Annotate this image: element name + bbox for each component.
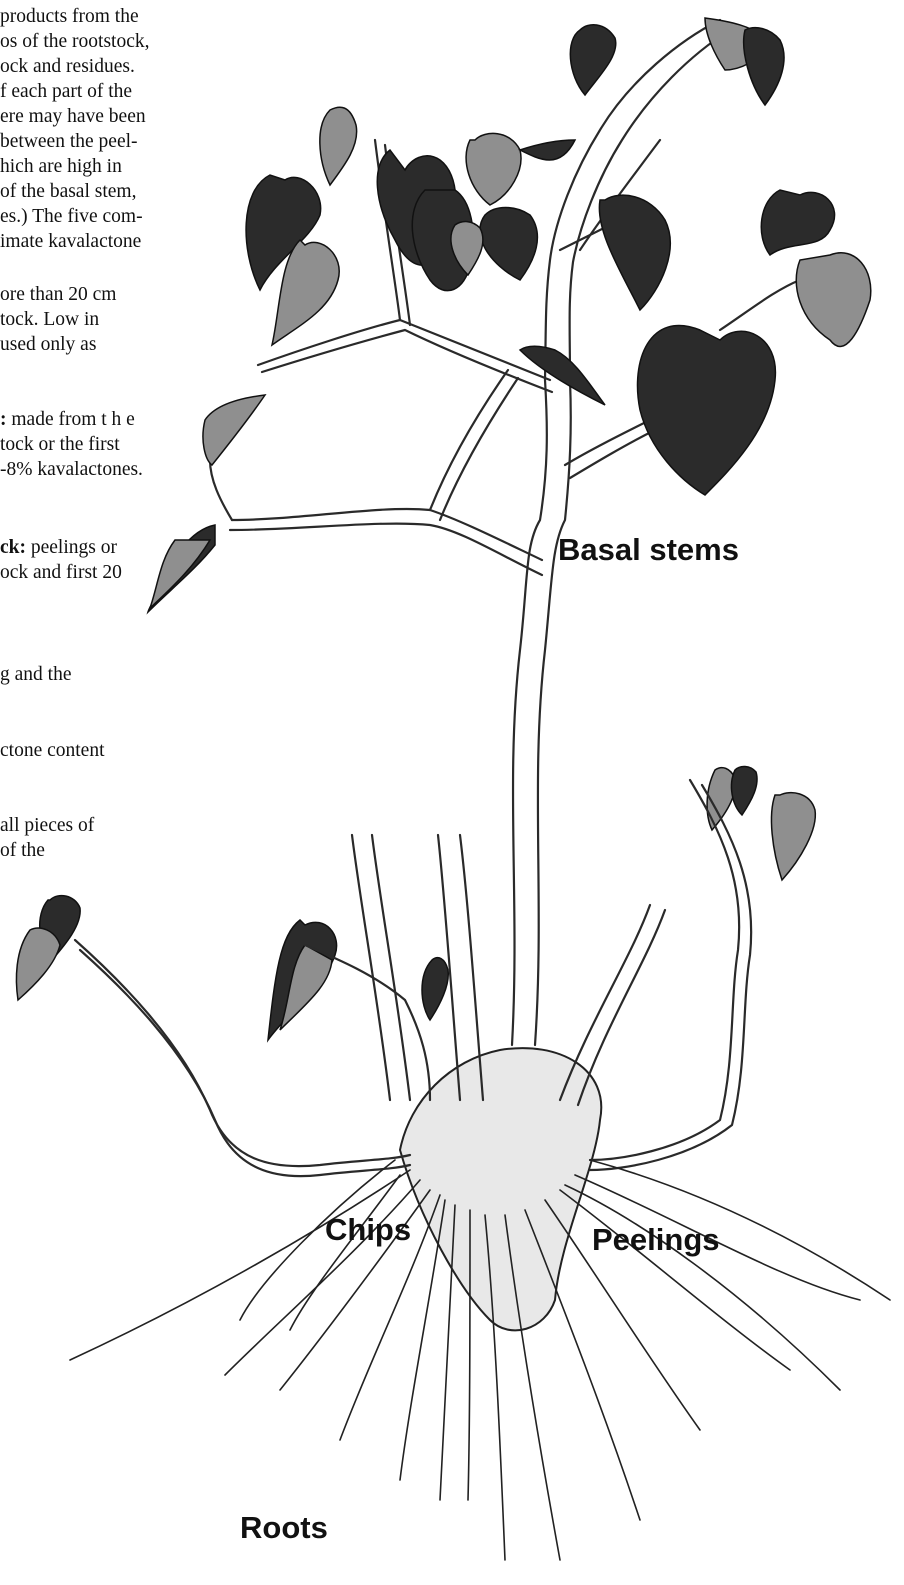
text-line: between the peel- <box>0 129 138 154</box>
label-roots: Roots <box>240 1510 328 1546</box>
text-line: used only as <box>0 332 96 357</box>
text-line: tock. Low in <box>0 307 99 332</box>
text-line: -8% kavalactones. <box>0 457 143 482</box>
text-line: all pieces of <box>0 813 94 838</box>
text-line: f each part of the <box>0 79 132 104</box>
label-peelings: Peelings <box>592 1222 720 1258</box>
text-line: hich are high in <box>0 154 122 179</box>
text-line: ock and residues. <box>0 54 135 79</box>
text-line: g and the <box>0 662 71 687</box>
label-chips: Chips <box>325 1212 411 1248</box>
text-line: os of the rootstock, <box>0 29 149 54</box>
text-line: tock or the first <box>0 432 120 457</box>
text-line: of the <box>0 838 45 863</box>
text-line: es.) The five com- <box>0 204 143 229</box>
text-line: ere may have been <box>0 104 146 129</box>
text-line: ore than 20 cm <box>0 282 116 307</box>
text-run: made from t h e <box>7 409 135 430</box>
text-line: imate kavalactone <box>0 229 141 254</box>
text-line: ctone content <box>0 738 105 763</box>
label-basal-stems: Basal stems <box>558 532 739 568</box>
text-run: peelings or <box>26 537 117 558</box>
text-line: of the basal stem, <box>0 179 136 204</box>
bold-lead: ck: <box>0 537 26 558</box>
text-line: ock and first 20 <box>0 560 122 585</box>
text-line: products from the <box>0 4 139 29</box>
text-line: : made from t h e <box>0 407 135 432</box>
text-line: ck: peelings or <box>0 535 117 560</box>
